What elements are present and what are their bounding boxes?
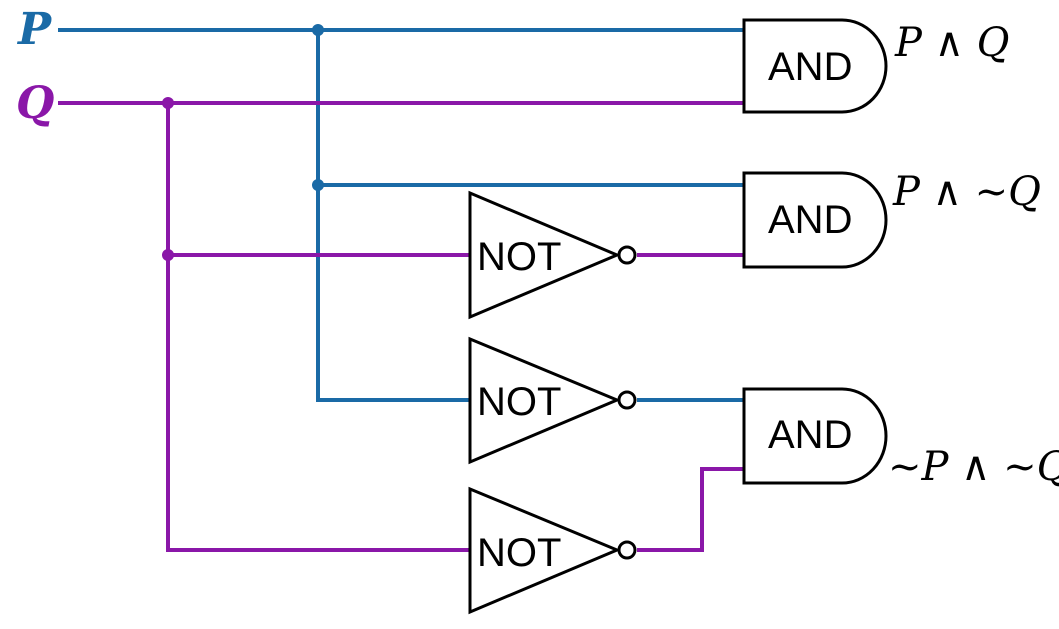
not-gate-bubble — [617, 245, 637, 265]
and-gate-1: AND — [742, 18, 888, 114]
and-gate-2: AND — [742, 171, 888, 269]
and-gate-3: AND — [742, 387, 888, 485]
wire-not-q-to-and3 — [637, 467, 744, 552]
wires-q — [58, 97, 744, 552]
not-gate-2: NOT — [468, 336, 637, 465]
junction-dot — [162, 97, 174, 109]
and-gate-label: AND — [768, 413, 852, 457]
not-gate-bubble — [617, 540, 637, 560]
junction-dot — [312, 24, 324, 36]
junction-dot — [162, 249, 174, 261]
and-gate-label: AND — [768, 45, 852, 89]
not-gate-label: NOT — [477, 235, 561, 279]
not-gate-3: NOT — [468, 486, 637, 615]
and-gate-body — [742, 171, 888, 269]
and-gate-body — [742, 387, 888, 485]
output-label-not-p-and-not-q: ~P ∧ ~Q — [888, 444, 1059, 490]
wires-p — [58, 24, 744, 402]
not-gate-body — [468, 486, 621, 615]
output-label-p-and-q: P ∧ Q — [894, 20, 1009, 66]
input-label-p: P — [16, 4, 53, 55]
wire-p-to-not — [316, 30, 470, 402]
not-gate-1: NOT — [468, 190, 637, 320]
not-gate-body — [468, 190, 621, 320]
and-gate-body — [742, 18, 888, 114]
not-gate-label: NOT — [477, 531, 561, 575]
output-label-p-and-not-q: P ∧ ~Q — [892, 169, 1041, 215]
input-label-q: Q — [16, 78, 54, 129]
not-gate-label: NOT — [477, 380, 561, 424]
not-gate-body — [468, 336, 621, 465]
junction-dot — [312, 179, 324, 191]
not-gate-bubble — [617, 390, 637, 410]
and-gate-label: AND — [768, 198, 852, 242]
